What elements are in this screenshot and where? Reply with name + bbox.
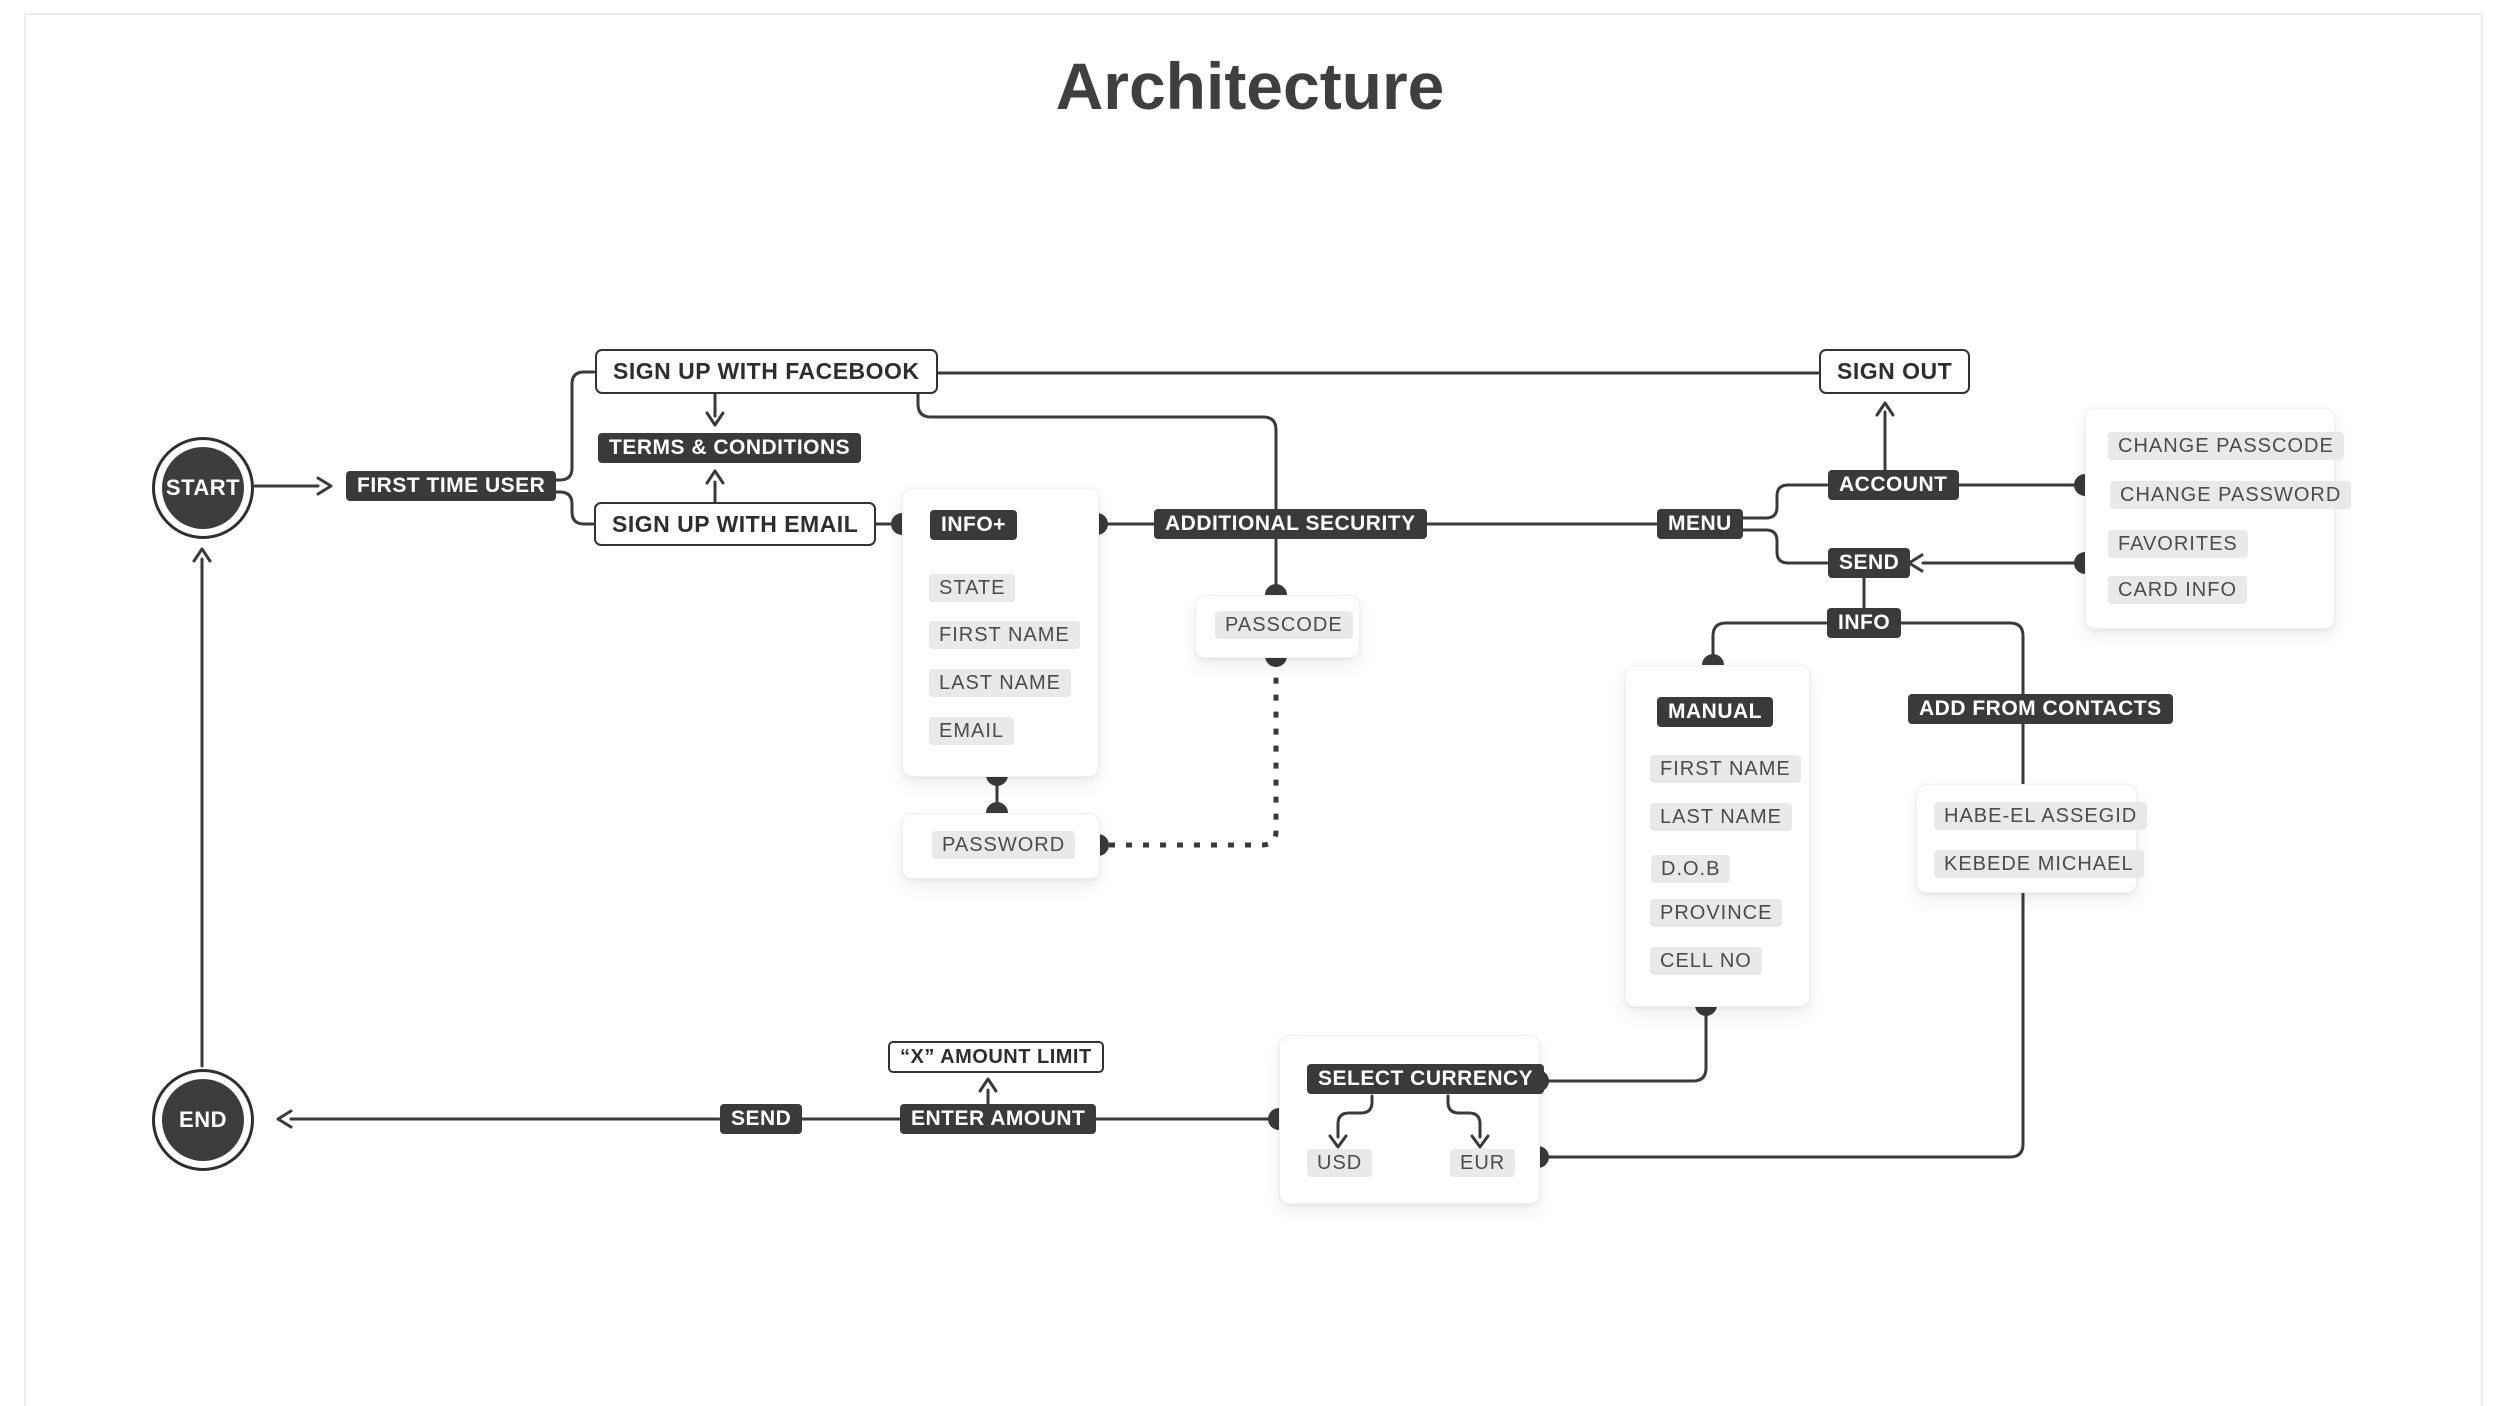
connector-info-to-manual xyxy=(1711,621,1828,657)
option-change-password: CHANGE PASSWORD xyxy=(2110,481,2352,509)
account-chip: ACCOUNT xyxy=(1828,470,1959,500)
end-node: END xyxy=(152,1069,254,1171)
page-frame-left xyxy=(24,13,26,1406)
info-plus-title-chip: INFO+ xyxy=(930,510,1017,540)
currency-eur: EUR xyxy=(1450,1149,1516,1177)
menu-chip: MENU xyxy=(1657,509,1743,539)
connector-lines xyxy=(200,370,2078,1159)
arrowhead-down-terms xyxy=(705,411,725,427)
option-favorites: FAVORITES xyxy=(2108,530,2248,558)
arrowhead-up-amount-limit xyxy=(978,1077,998,1093)
select-currency-title-chip: SELECT CURRENCY xyxy=(1307,1064,1545,1094)
connector-menu-branch-down xyxy=(1737,528,1829,565)
manual-field-dob: D.O.B xyxy=(1651,855,1731,883)
connector-ftu-branch-up xyxy=(536,370,596,482)
arrowhead-left-end xyxy=(276,1109,293,1129)
contact-kebede-michael: KEBEDE MICHAEL xyxy=(1934,850,2144,878)
connector-password-to-passcode-dashed xyxy=(1109,671,1279,848)
option-change-passcode: CHANGE PASSCODE xyxy=(2108,432,2344,460)
connector-menu-branch-up xyxy=(1737,483,1829,520)
arrowhead-up-signout xyxy=(1875,401,1895,417)
connector-manual-to-currency xyxy=(1547,1014,1708,1083)
sign-up-facebook-box: SIGN UP WITH FACEBOOK xyxy=(595,349,938,394)
passcode-chip: PASSCODE xyxy=(1215,611,1353,639)
additional-security-chip: ADDITIONAL SECURITY xyxy=(1154,509,1427,539)
field-state: STATE xyxy=(929,574,1016,602)
password-chip: PASSWORD xyxy=(932,831,1076,859)
manual-field-province: PROVINCE xyxy=(1650,899,1783,927)
manual-field-cell-no: CELL NO xyxy=(1650,947,1762,975)
field-last-name: LAST NAME xyxy=(929,669,1071,697)
page-frame-right xyxy=(2481,13,2483,1406)
arrowheads xyxy=(192,401,1924,1129)
amount-limit-box: “X” AMOUNT LIMIT xyxy=(888,1041,1104,1073)
arrowhead-down-eur xyxy=(1470,1134,1490,1149)
end-node-label: END xyxy=(162,1079,244,1161)
connector-currency-to-usd xyxy=(1336,1094,1374,1139)
page-title: Architecture xyxy=(1055,49,1445,123)
manual-field-first-name: FIRST NAME xyxy=(1650,755,1801,783)
info-chip: INFO xyxy=(1827,608,1902,638)
first-time-user-chip: FIRST TIME USER xyxy=(346,471,557,501)
send-flow-chip: SEND xyxy=(720,1104,803,1134)
terms-conditions-chip: TERMS & CONDITIONS xyxy=(598,433,862,463)
manual-field-last-name: LAST NAME xyxy=(1650,803,1792,831)
arrowhead-down-usd xyxy=(1328,1134,1348,1149)
field-first-name: FIRST NAME xyxy=(929,621,1080,649)
connector-ftu-branch-down xyxy=(536,490,595,526)
add-from-contacts-chip: ADD FROM CONTACTS xyxy=(1908,694,2173,724)
enter-amount-chip: ENTER AMOUNT xyxy=(900,1104,1097,1134)
connector-currency-to-eur xyxy=(1446,1094,1482,1139)
field-email: EMAIL xyxy=(929,717,1015,745)
sign-up-email-box: SIGN UP WITH EMAIL xyxy=(594,502,877,546)
page-frame-top xyxy=(24,13,2482,15)
manual-title-chip: MANUAL xyxy=(1657,697,1773,727)
arrowhead-up-start xyxy=(192,547,212,563)
arrowhead-right-first-time-user xyxy=(316,476,333,496)
connector-facebook-to-security xyxy=(916,371,1278,511)
start-node: START xyxy=(152,437,254,539)
send-menu-chip: SEND xyxy=(1828,548,1911,578)
sign-out-box: SIGN OUT xyxy=(1819,349,1971,394)
arrowhead-up-terms xyxy=(705,469,725,485)
option-card-info: CARD INFO xyxy=(2108,576,2247,604)
start-node-label: START xyxy=(162,447,244,529)
contact-habe-el-assegid: HABE-EL ASSEGID xyxy=(1934,802,2148,830)
currency-usd: USD xyxy=(1307,1149,1373,1177)
